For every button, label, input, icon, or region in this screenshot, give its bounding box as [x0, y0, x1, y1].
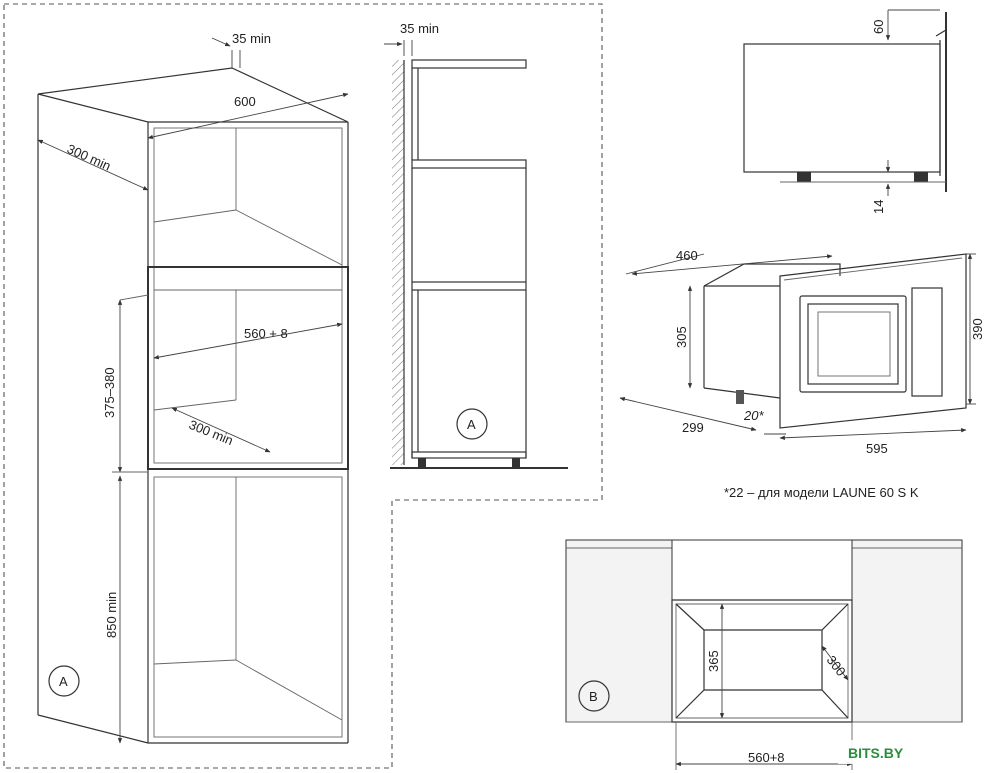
tall-cabinet-view: 35 min 600 300 min 560 + 8 375–380 300 m… — [37, 31, 349, 744]
dim-opening-depth: 300 min — [187, 417, 236, 448]
dim-niche-365: 365 — [706, 650, 721, 672]
model-note: *22 – для модели LAUNE 60 S K — [724, 485, 919, 500]
frame-main-dashed — [3, 3, 603, 769]
dim-opening-width: 560 + 8 — [244, 326, 288, 341]
dim-top-gap: 35 min — [232, 31, 271, 46]
dim-depth-460: 460 — [676, 248, 698, 263]
dim-depth-300min: 300 min — [65, 141, 113, 174]
dim-side-gap: 35 min — [400, 21, 439, 36]
label-circle-a-main: A — [59, 674, 68, 689]
side-section-view: 35 min A — [384, 21, 568, 469]
dim-top-60: 60 — [871, 20, 886, 34]
label-circle-a-side: A — [467, 417, 476, 432]
dim-opening-height: 375–380 — [102, 367, 117, 418]
dim-width-595: 595 — [866, 441, 888, 456]
dim-niche-width: 560+8 — [748, 750, 785, 765]
dim-width-600: 600 — [234, 94, 256, 109]
dim-bottom-14: 14 — [871, 200, 886, 214]
dim-height-305: 305 — [674, 326, 689, 348]
dim-depth-299: 299 — [682, 420, 704, 435]
dim-height-390: 390 — [970, 318, 985, 340]
dim-base-height: 850 min — [104, 592, 119, 638]
label-circle-b: B — [589, 689, 598, 704]
watermark-logo: BITS.BY — [838, 740, 968, 764]
watermark-text: BITS.BY — [848, 745, 904, 761]
oven-perspective-view: 460 305 390 299 20* 595 — [619, 248, 985, 456]
dim-front-20: 20* — [743, 408, 764, 423]
oven-side-view: 60 14 — [743, 9, 947, 214]
front-view-b: 365 300 560+8 B — [565, 539, 963, 770]
